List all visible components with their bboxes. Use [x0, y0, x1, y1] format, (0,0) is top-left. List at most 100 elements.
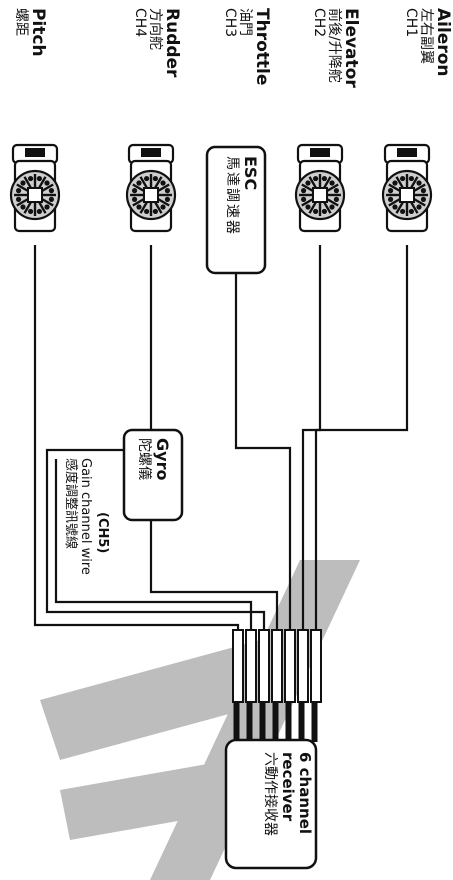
connector-plug: [245, 629, 257, 703]
gain-label: Gain channel wire: [78, 458, 93, 575]
label-gyro: Gyro 陀螺儀: [136, 438, 172, 480]
esc-label: ESC: [241, 156, 260, 191]
servo-spoke: [139, 176, 149, 190]
servo-hole: [416, 204, 422, 210]
receiver-box: [224, 738, 318, 870]
elevator-zh: 前後/升降舵: [326, 8, 342, 83]
servo-hub: [312, 187, 328, 203]
servo-hole: [164, 188, 171, 194]
servo-rudder: [125, 143, 177, 233]
servo-hole: [420, 188, 427, 194]
servo-hole: [305, 180, 311, 186]
elevator-name: Elevator: [341, 8, 361, 88]
connector-plug: [258, 629, 270, 703]
servo-spoke: [16, 197, 30, 207]
wire-gain-2: [54, 459, 253, 630]
servo-hole: [313, 175, 319, 182]
aileron-name: Aileron: [433, 8, 453, 77]
servo-spoke: [409, 176, 419, 190]
servo-hole: [15, 188, 22, 194]
elevator-ch: CH2: [311, 8, 327, 38]
servo-hub: [399, 187, 415, 203]
servo-hole: [144, 208, 150, 215]
aileron-ch: CH1: [403, 8, 419, 38]
servo-hole: [305, 204, 311, 210]
label-receiver: 6 channel receiver 六動作接收器: [262, 752, 314, 836]
servo-spoke: [308, 176, 318, 190]
servo-hole: [20, 204, 26, 210]
gyro-zh: 陀螺儀: [136, 438, 152, 480]
label-gain: (CH5): [95, 512, 110, 554]
servo-hole: [408, 175, 414, 182]
label-esc: ESC 馬達調速器: [224, 156, 260, 236]
connector-plug: [297, 629, 309, 703]
servo-hub: [143, 187, 159, 203]
servo-spoke: [395, 200, 405, 214]
servo-spoke: [325, 197, 339, 207]
servo-hole: [313, 208, 319, 215]
label-gain-wire: Gain channel wire 感度調整訊號線: [63, 458, 93, 575]
servo-spoke: [23, 200, 33, 214]
servo-hole: [387, 196, 394, 202]
servo-spoke: [156, 197, 170, 207]
servo-hole: [160, 204, 166, 210]
wires: [33, 245, 409, 630]
servo-spoke: [37, 200, 47, 214]
label-rudder: Rudder 方向舵 CH4: [132, 8, 182, 77]
servo-hole: [28, 175, 34, 182]
servo-spoke: [16, 183, 30, 193]
servo-spoke: [156, 183, 170, 193]
servo-spoke: [132, 197, 146, 207]
connector-plug: [271, 629, 283, 703]
servo-spoke: [412, 183, 426, 193]
wire-pitch: [33, 245, 240, 630]
gain-ch: (CH5): [95, 512, 110, 554]
servo-spoke: [395, 176, 405, 190]
throttle-zh: 油門: [237, 8, 253, 36]
servo-hole: [160, 180, 166, 186]
servo-hole: [333, 196, 340, 202]
servo-hole: [392, 180, 398, 186]
servo-hole: [131, 196, 138, 202]
watermark-stroke-3: [60, 760, 240, 840]
servo-spoke: [139, 200, 149, 214]
servo-hole: [131, 188, 138, 194]
esc-zh: 馬達調速器: [224, 156, 240, 236]
gain-zh: 感度調整訊號線: [63, 458, 78, 550]
rudder-zh: 方向舵: [147, 8, 163, 50]
servo-hole: [333, 188, 340, 194]
servo-spoke: [37, 176, 47, 190]
receiver-zh: 六動作接收器: [262, 752, 278, 836]
servo-spoke: [308, 200, 318, 214]
servo-spoke: [412, 197, 426, 207]
watermark-stroke-2: [40, 640, 280, 760]
servo-hole: [36, 208, 42, 215]
servo-hole: [392, 204, 398, 210]
servo-spoke: [409, 200, 419, 214]
servo-hole: [329, 204, 335, 210]
servo-hole: [152, 208, 158, 215]
connector-plug: [232, 629, 244, 703]
label-aileron: Aileron 左右副翼 CH1: [403, 8, 453, 77]
servo-pitch: [9, 143, 61, 233]
receiver-label: 6 channel: [296, 752, 314, 835]
servo-spoke: [322, 176, 332, 190]
servo-spoke: [153, 176, 163, 190]
servo-hole: [420, 196, 427, 202]
servo-hole: [387, 188, 394, 194]
label-throttle: Throttle 油門 CH3: [222, 8, 272, 85]
pitch-zh: 螺距: [13, 8, 29, 36]
connector-plug: [310, 629, 322, 703]
servo-aileron: [381, 143, 433, 233]
servo-spoke: [153, 200, 163, 214]
connector-block: [232, 629, 322, 742]
servo-hub: [27, 187, 43, 203]
connector-plug: [284, 629, 296, 703]
aileron-zh: 左右副翼: [418, 8, 434, 64]
servo-spoke: [388, 197, 402, 207]
servo-spoke: [301, 197, 315, 207]
servo-hole: [48, 196, 55, 202]
servo-hole: [408, 208, 414, 215]
servo-spoke: [40, 183, 54, 193]
